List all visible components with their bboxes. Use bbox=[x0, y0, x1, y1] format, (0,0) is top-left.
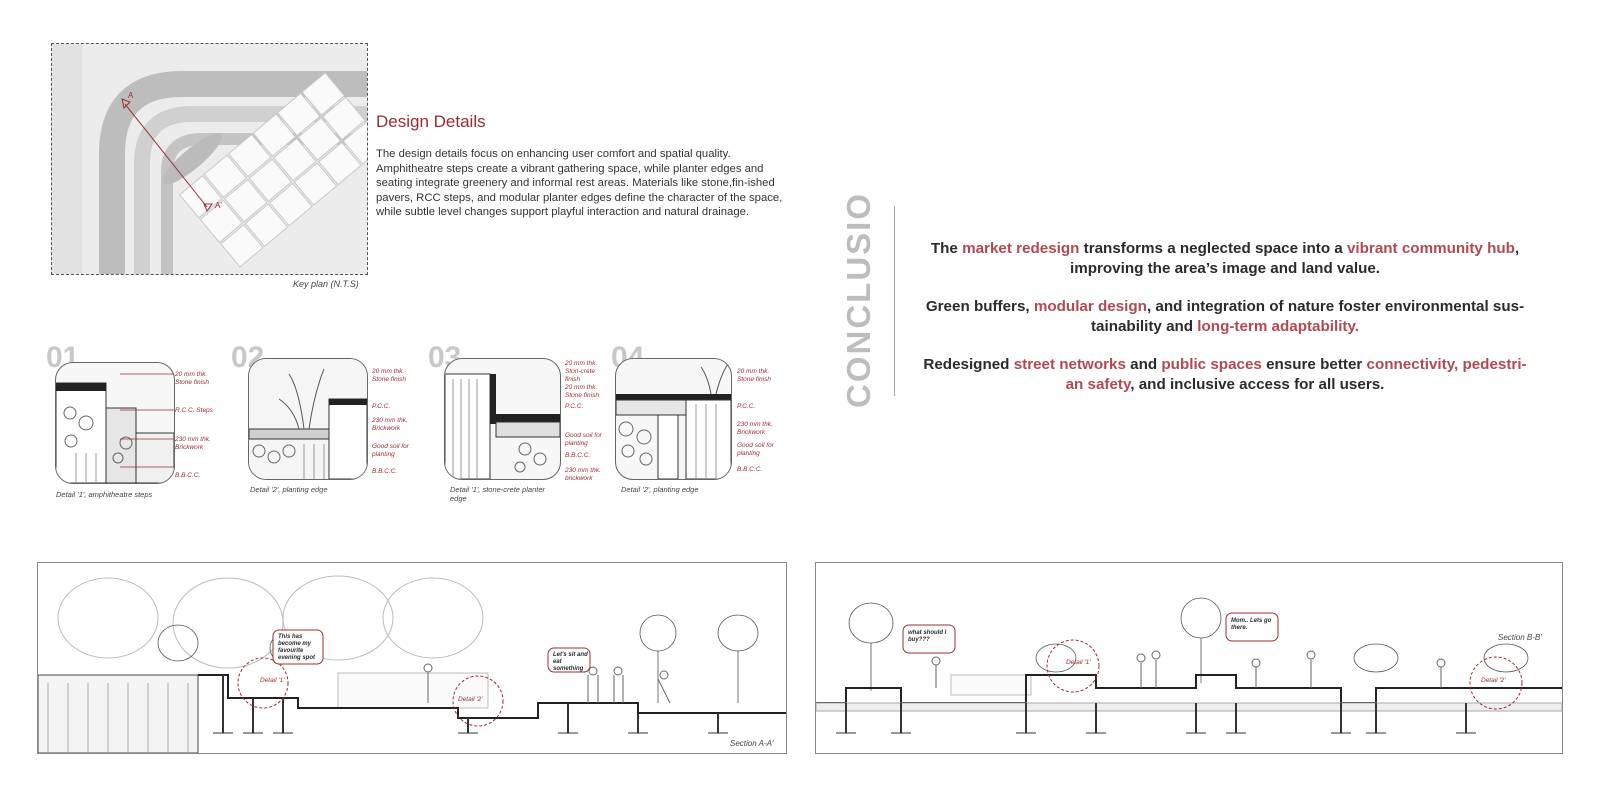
detail-04-label-5: B.B.C.C. bbox=[737, 466, 763, 473]
detail-03-label-6: 230 mm thk. brickwork bbox=[565, 467, 601, 482]
detail-01-label-2: R.C.C. Steps bbox=[175, 407, 213, 414]
section-bb-bubble-2: Mom.. Lets go there. bbox=[1231, 618, 1272, 631]
detail-02-label-4: Good soil for planting bbox=[372, 443, 409, 458]
detail-03-caption: Detail '1', stone-crete planter edge bbox=[450, 485, 545, 503]
detail-04-label-2: P.C.C. bbox=[737, 403, 756, 410]
detail-04-label-3: 230 mm thk. Brickwork bbox=[737, 421, 773, 436]
detail-drawing-02 bbox=[248, 358, 368, 480]
section-bb-drawing: what should I buy??? Mom.. Lets go there… bbox=[815, 562, 1563, 754]
conclusion-paragraph-1: The market redesign transforms a neglect… bbox=[930, 240, 1520, 277]
detail-03-label-5: B.B.C.C. bbox=[565, 452, 591, 459]
detail-03-label-1: 20 mm thk. Ston-crete finish bbox=[565, 360, 598, 383]
highlight-market-redesign: market redesign bbox=[962, 240, 1080, 257]
design-details-body: The design details focus on enhancing us… bbox=[376, 148, 783, 219]
conclusion-paragraph-2: Green buffers, modular design, and integ… bbox=[925, 298, 1525, 335]
section-aa-drawing: This has become my favourite evening spo… bbox=[37, 562, 787, 754]
highlight-modular-design: modular design bbox=[1033, 298, 1147, 315]
highlight-connectivity: connectivity, pedestri- bbox=[1366, 356, 1527, 373]
detail-02-label-3: 230 mm thk. Brickwork bbox=[372, 417, 408, 432]
detail-01-caption: Detail '1', amphitheatre steps bbox=[56, 490, 153, 499]
highlight-vibrant-community-hub: vibrant community hub bbox=[1346, 240, 1515, 257]
conclusion-paragraph-3: Redesigned street networks and public sp… bbox=[923, 356, 1527, 393]
detail-01-label-4: B.B.C.C. bbox=[175, 472, 201, 479]
conclusion-divider bbox=[894, 206, 895, 396]
svg-text:CONCLUSION: CONCLUSION bbox=[840, 190, 877, 408]
section-aa-detail-1: Detail '1' bbox=[260, 677, 285, 684]
detail-02-label-1: 20 mm thk. Stone finish bbox=[372, 368, 406, 383]
section-aa-detail-2: Detail '2' bbox=[458, 696, 483, 703]
detail-01-label-1: 20 mm thk. Stone finish bbox=[175, 371, 209, 386]
design-details-title: Design Details bbox=[376, 112, 486, 131]
marker-a: A bbox=[128, 91, 134, 100]
detail-02-label-5: B.B.C.C. bbox=[372, 468, 398, 475]
detail-04-label-1: 20 mm thk. Stone finish bbox=[737, 368, 771, 383]
highlight-public-spaces: public spaces bbox=[1161, 356, 1262, 373]
highlight-street-networks: street networks bbox=[1013, 356, 1126, 373]
detail-03-label-3: P.C.C. bbox=[565, 403, 584, 410]
section-aa-caption: Section A-A' bbox=[730, 739, 774, 748]
detail-drawing-04 bbox=[615, 358, 732, 480]
highlight-long-term-adaptability: long-term adaptability. bbox=[1197, 317, 1360, 335]
detail-04-label-4: Good soil for planting bbox=[737, 442, 774, 457]
section-bb-bubble-1: what should I buy??? bbox=[908, 630, 947, 643]
detail-03-label-2: 20 mm thk. Stone finish bbox=[565, 384, 599, 399]
key-plan-caption: Key plan (N.T.S) bbox=[293, 279, 359, 289]
detail-drawing-03 bbox=[444, 358, 561, 480]
section-bb-detail-2: Detail '2' bbox=[1481, 677, 1506, 684]
section-bb-detail-1: Detail '1' bbox=[1066, 659, 1091, 666]
detail-drawing-01 bbox=[55, 362, 175, 484]
detail-02-caption: Detail '2', planting edge bbox=[250, 485, 328, 494]
key-plan: A A' bbox=[51, 43, 368, 275]
detail-01-label-3: 230 mm thk. Brickwork bbox=[175, 436, 211, 451]
key-plan-drawing bbox=[52, 44, 367, 274]
detail-04-caption: Detail '2', planting edge bbox=[621, 485, 699, 494]
conclusion-heading: CONCLUSION bbox=[840, 166, 880, 410]
detail-01-leaders bbox=[120, 372, 180, 472]
detail-03-label-4: Good soil for planting bbox=[565, 432, 602, 447]
section-bb-caption: Section B-B' bbox=[1498, 633, 1542, 642]
marker-a-prime: A' bbox=[215, 201, 222, 210]
section-aa-bubble-2: Let's sit and eat something bbox=[553, 652, 588, 672]
detail-02-label-2: P.C.C. bbox=[372, 403, 391, 410]
section-aa-bubble-1: This has become my favourite evening spo… bbox=[278, 634, 316, 661]
